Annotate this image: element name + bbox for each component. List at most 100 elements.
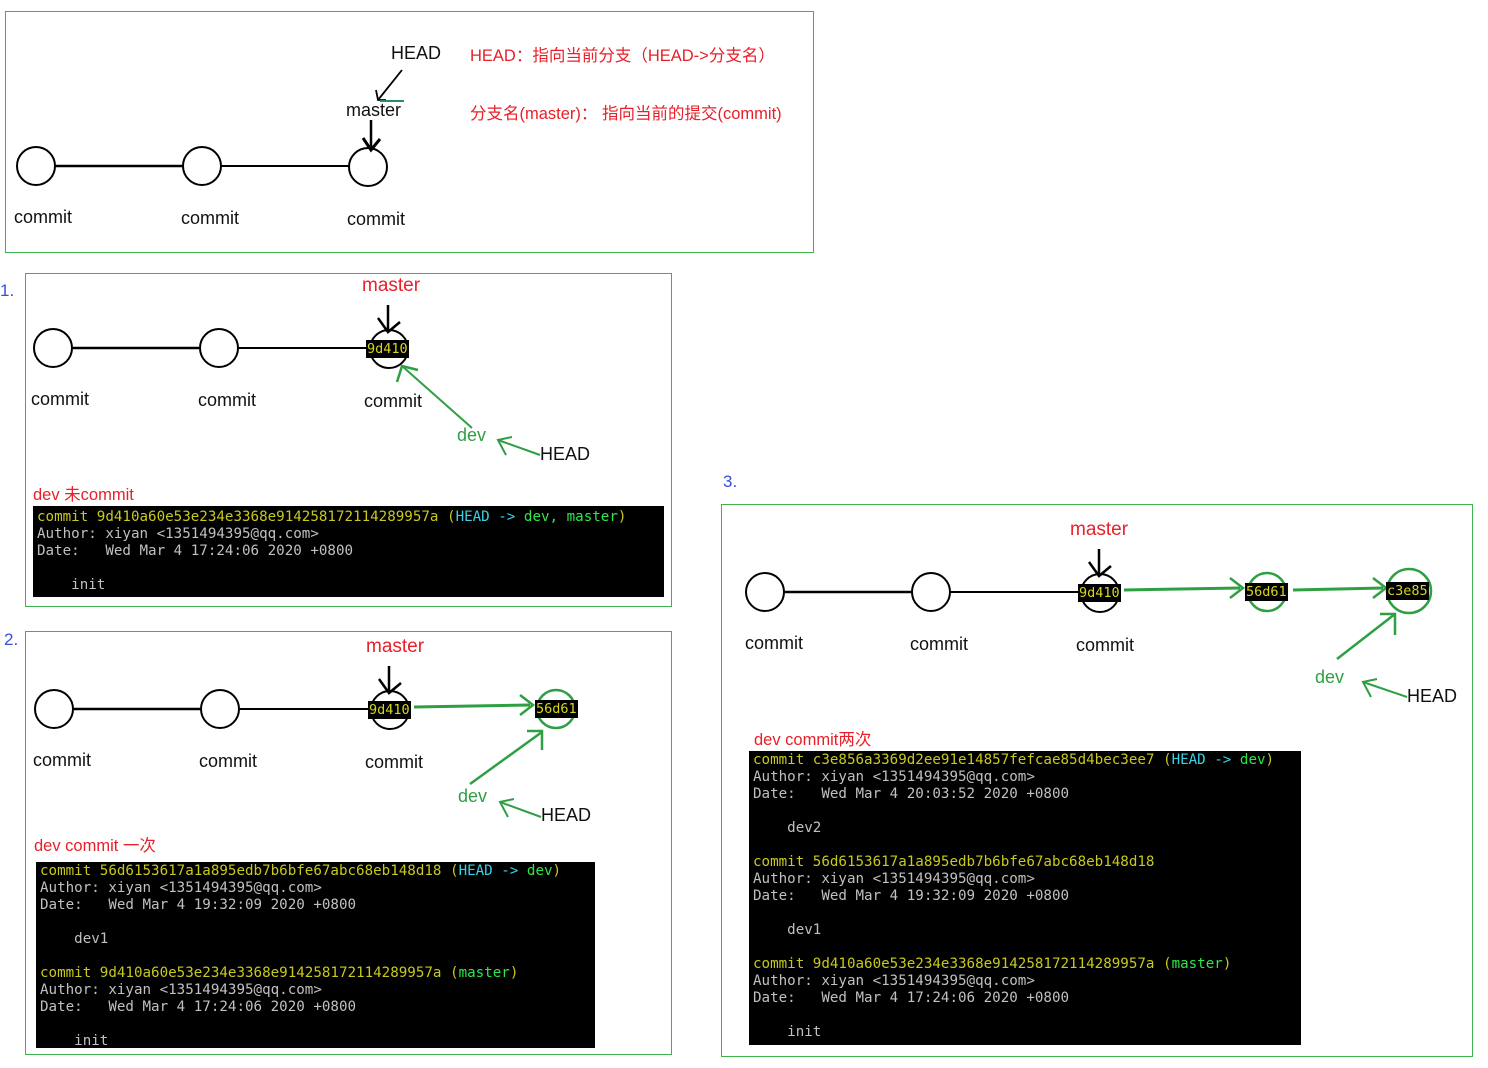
commit-hash-tag: 56d61 [535, 700, 578, 718]
log-author-line: Author: xiyan <1351494395@qq.com> [40, 880, 322, 896]
commit-link-arrow-icon [1292, 577, 1389, 599]
commit-link-arrow-icon [413, 694, 536, 716]
log-message-line: init [37, 577, 106, 593]
dev-arrow-icon [1336, 612, 1397, 660]
head-arrow-icon [498, 798, 542, 818]
commit-hash-tag: c3e85 [1386, 582, 1429, 600]
log-date-line: Date: Wed Mar 4 17:24:06 2020 +0800 [753, 990, 1070, 1006]
log-message-line: dev1 [40, 931, 109, 947]
commit-node [182, 146, 222, 186]
master-label: master [346, 100, 402, 120]
master-label: master [1070, 519, 1129, 540]
commit-hash-tag: 56d61 [1245, 583, 1288, 601]
commit-node [911, 572, 951, 612]
commit-label: commit [199, 751, 257, 771]
log-commit-line: commit 9d410a60e53e234e3368e914258172114… [37, 509, 627, 525]
step-number: 2. [4, 630, 19, 649]
commit-node [34, 689, 74, 729]
dev-label: dev [1315, 667, 1345, 687]
master-arrow-icon [376, 305, 401, 334]
master-label: master [362, 275, 421, 296]
head-label: HEAD [541, 805, 592, 825]
head-ref: HEAD -> [455, 509, 524, 525]
head-to-master-arrow-icon [375, 69, 404, 102]
log-commit-line: commit 9d410a60e53e234e3368e914258172114… [753, 956, 1232, 972]
commit-label: commit [181, 208, 239, 228]
log-author-line: Author: xiyan <1351494395@qq.com> [753, 973, 1035, 989]
commit-label: commit [31, 389, 89, 409]
commit-label: commit [365, 752, 423, 772]
branch-refs: master [1171, 956, 1223, 972]
log-commit-line: commit 56d6153617a1a895edb7b6bfe67abc68e… [753, 854, 1155, 870]
commit-label: commit [364, 391, 422, 411]
head-arrow-icon [496, 436, 541, 456]
step-number: 3. [723, 472, 738, 491]
log-commit-line: commit c3e856a3369d2ee91e14857fefcae85d4… [753, 752, 1275, 768]
log-author-line: Author: xiyan <1351494395@qq.com> [40, 982, 322, 998]
step-number: 1. [0, 281, 15, 300]
head-definition-note: HEAD：指向当前分支（HEAD->分支名） [470, 47, 775, 65]
head-label: HEAD [540, 444, 591, 464]
log-commit-line: commit 56d6153617a1a895edb7b6bfe67abc68e… [40, 863, 562, 879]
commit-node [200, 689, 240, 729]
commit-label: commit [347, 209, 405, 229]
log-message-line: init [753, 1024, 822, 1040]
branch-refs: dev [1239, 752, 1266, 768]
master-arrow-icon [1087, 549, 1112, 578]
head-arrow-icon [1361, 678, 1408, 698]
dev-arrow-icon [395, 364, 473, 429]
commit-label: commit [910, 634, 968, 654]
panel-caption: dev commit两次 [754, 731, 872, 749]
branch-definition-note: 分支名(master)： 指向当前的提交(commit) [470, 105, 782, 123]
git-log-output: commit 9d410a60e53e234e3368e914258172114… [33, 506, 664, 597]
master-label: master [366, 636, 425, 657]
log-author-line: Author: xiyan <1351494395@qq.com> [753, 871, 1035, 887]
log-author-line: Author: xiyan <1351494395@qq.com> [753, 769, 1035, 785]
dev-label: dev [458, 786, 488, 806]
log-date-line: Date: Wed Mar 4 17:24:06 2020 +0800 [40, 999, 357, 1015]
commit-hash: 9d410a60e53e234e3368e914258172114289957a [99, 965, 442, 981]
log-message-line: dev1 [753, 922, 822, 938]
head-label: HEAD [1407, 686, 1458, 706]
dev-label: dev [457, 425, 487, 445]
commit-hash: 56d6153617a1a895edb7b6bfe67abc68eb148d18 [99, 863, 442, 879]
commit-node [16, 146, 56, 186]
git-log-output: commit c3e856a3369d2ee91e14857fefcae85d4… [749, 751, 1301, 1045]
commit-hash: c3e856a3369d2ee91e14857fefcae85d4bec3ee7 [812, 752, 1155, 768]
commit-node [199, 328, 239, 368]
log-commit-line: commit 9d410a60e53e234e3368e914258172114… [40, 965, 519, 981]
panel-caption: dev 未commit [33, 486, 134, 504]
dev-arrow-icon [469, 729, 544, 786]
commit-label: commit [198, 390, 256, 410]
branch-refs: dev [526, 863, 553, 879]
commit-hash: 56d6153617a1a895edb7b6bfe67abc68eb148d18 [812, 854, 1155, 870]
log-author-line: Author: xiyan <1351494395@qq.com> [37, 526, 319, 542]
git-log-output: commit 56d6153617a1a895edb7b6bfe67abc68e… [36, 862, 595, 1048]
head-ref: HEAD -> [458, 863, 527, 879]
commit-hash: 9d410a60e53e234e3368e914258172114289957a [812, 956, 1155, 972]
commit-label: commit [745, 633, 803, 653]
head-label: HEAD [391, 43, 442, 63]
log-date-line: Date: Wed Mar 4 17:24:06 2020 +0800 [37, 543, 354, 559]
log-date-line: Date: Wed Mar 4 19:32:09 2020 +0800 [753, 888, 1070, 904]
commit-label: commit [1076, 635, 1134, 655]
commit-node [33, 328, 73, 368]
branch-refs: master [458, 965, 510, 981]
commit-node [745, 572, 785, 612]
master-arrow-icon [377, 666, 402, 695]
head-ref: HEAD -> [1171, 752, 1240, 768]
commit-hash-tag: 9d410 [368, 701, 411, 719]
log-date-line: Date: Wed Mar 4 20:03:52 2020 +0800 [753, 786, 1070, 802]
commit-hash-tag: 9d410 [366, 340, 409, 358]
branch-refs: dev, master [523, 509, 618, 525]
panel-caption: dev commit 一次 [34, 837, 156, 855]
concept-diagram [5, 11, 814, 253]
commit-label: commit [14, 207, 72, 227]
log-date-line: Date: Wed Mar 4 19:32:09 2020 +0800 [40, 897, 357, 913]
master-to-commit-arrow-icon [361, 120, 382, 153]
log-message-line: init [40, 1033, 109, 1048]
commit-link-arrow-icon [1123, 577, 1246, 599]
commit-hash: 9d410a60e53e234e3368e914258172114289957a [96, 509, 439, 525]
